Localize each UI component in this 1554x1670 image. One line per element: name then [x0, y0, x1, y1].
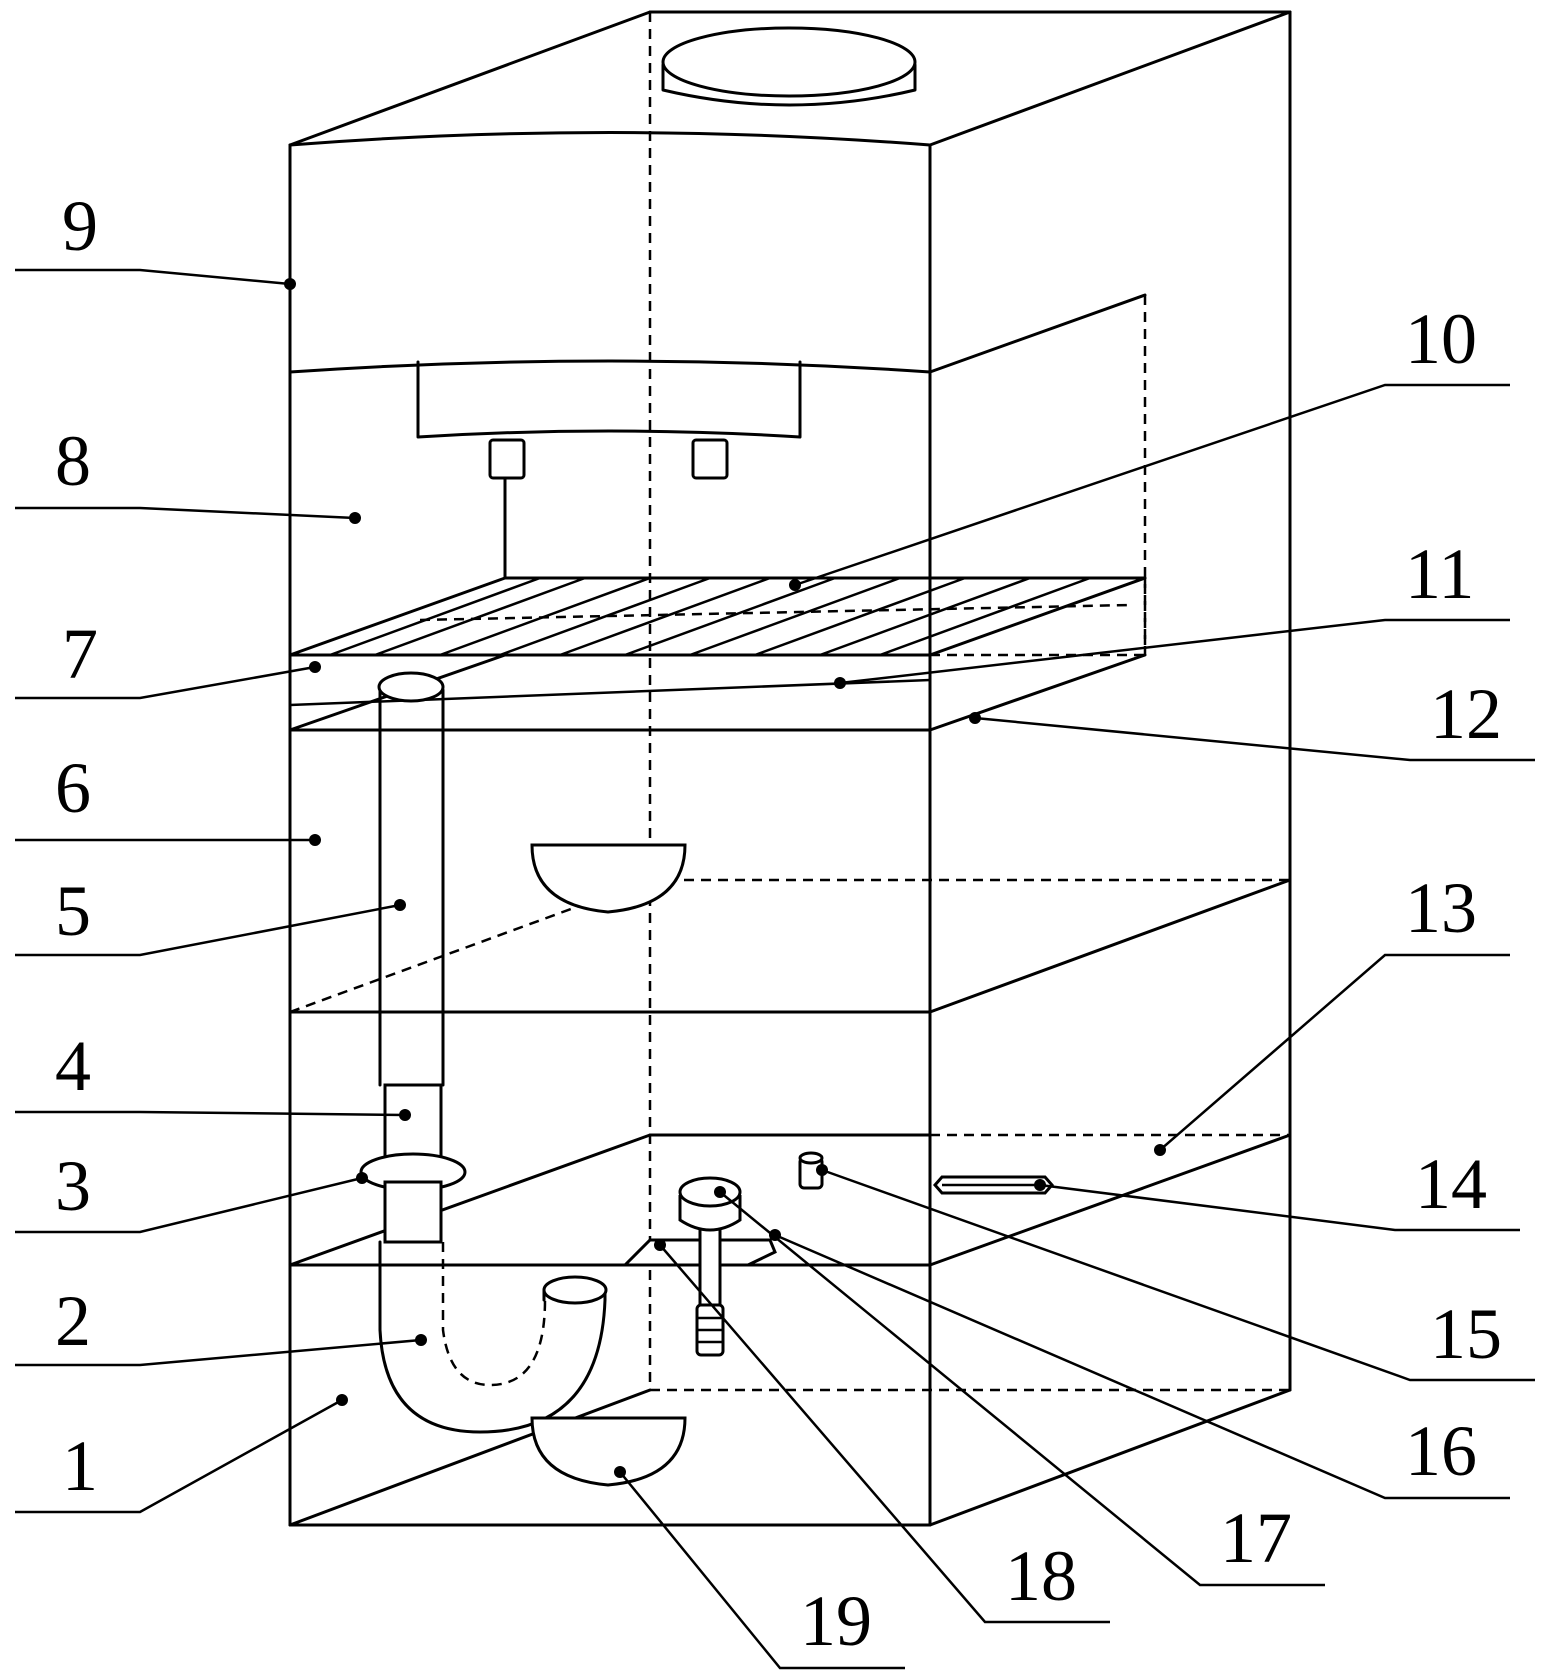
- label-5: 5: [55, 871, 91, 951]
- label-12: 12: [1430, 674, 1502, 754]
- label-2: 2: [55, 1281, 91, 1361]
- label-18: 18: [1005, 1536, 1077, 1616]
- grille-plate: [288, 576, 1147, 732]
- label-6: 6: [55, 748, 91, 828]
- label-10: 10: [1405, 299, 1477, 379]
- lower-bowl: [530, 1416, 687, 1487]
- label-13: 13: [1405, 868, 1477, 948]
- label-15: 15: [1430, 1294, 1502, 1374]
- upper-chamber: [288, 293, 1147, 650]
- middle-chamber: [288, 843, 1292, 1014]
- label-8: 8: [55, 421, 91, 501]
- leader-lines: [15, 268, 1535, 1670]
- label-1: 1: [62, 1426, 98, 1506]
- lower-shelf: [288, 1133, 1292, 1392]
- label-7: 7: [62, 614, 98, 694]
- u-pipe: [359, 671, 608, 1434]
- cabinet-frame: [288, 10, 1292, 1527]
- top-cap: [661, 26, 917, 107]
- label-4: 4: [55, 1026, 91, 1106]
- label-11: 11: [1405, 534, 1474, 614]
- label-19: 19: [800, 1581, 872, 1661]
- label-17: 17: [1220, 1498, 1292, 1578]
- label-3: 3: [55, 1146, 91, 1226]
- part-numbers: 9 8 7 6 5 4 3 2 1 10 11 12 13 14 15 16 1…: [55, 186, 1502, 1661]
- label-16: 16: [1405, 1411, 1477, 1491]
- valve-assembly: [621, 1176, 777, 1357]
- label-14: 14: [1415, 1144, 1487, 1224]
- label-9: 9: [62, 186, 98, 266]
